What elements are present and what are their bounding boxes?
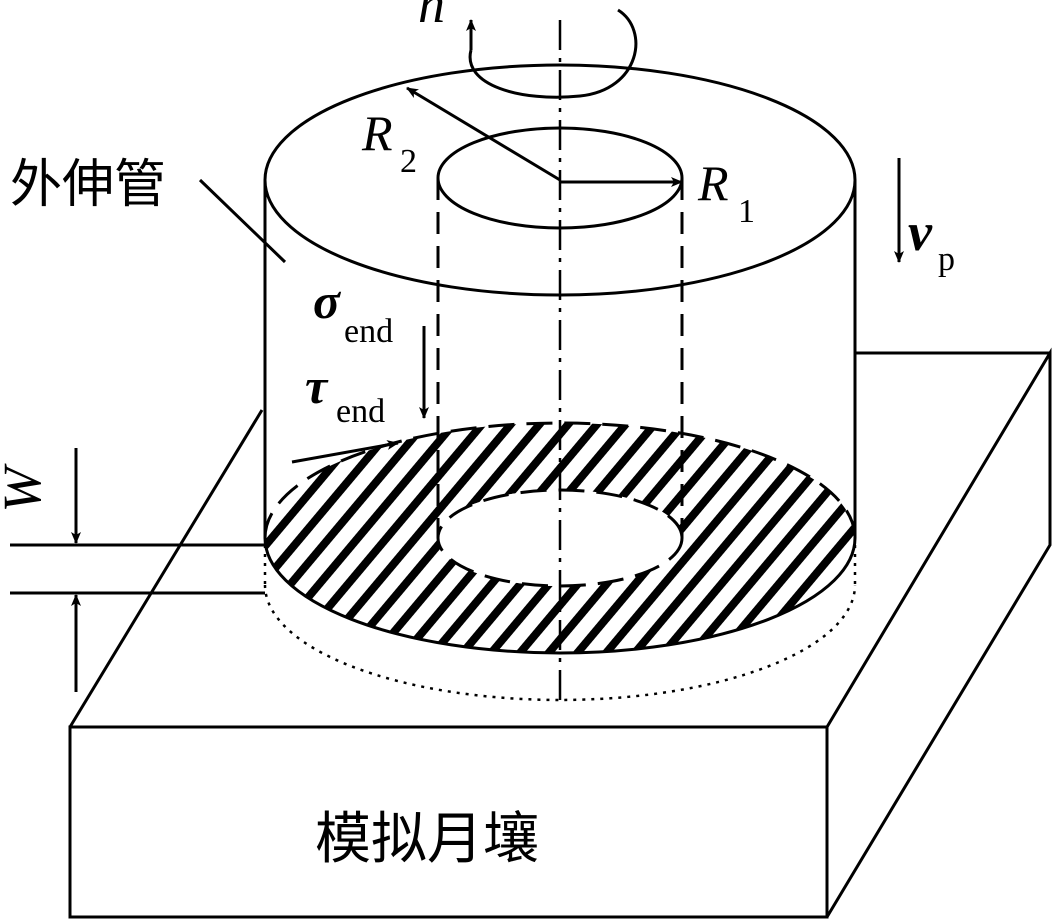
r2-arrow bbox=[406, 86, 561, 182]
block-top-face bbox=[68, 409, 264, 728]
label-outer-tube: 外伸管 bbox=[10, 155, 166, 215]
outer-tube-leader bbox=[198, 178, 287, 264]
label-sigma: σ bbox=[313, 273, 342, 329]
label-tau-sub: end bbox=[336, 393, 385, 430]
w-dimension bbox=[10, 448, 265, 692]
tau-arrow bbox=[291, 440, 399, 464]
label-vp: v bbox=[908, 202, 933, 262]
label-w: W bbox=[0, 462, 52, 512]
label-tau: τ bbox=[305, 358, 329, 414]
block-front-face bbox=[68, 725, 829, 919]
label-sigma-sub: end bbox=[344, 313, 393, 350]
label-vp-sub: p bbox=[938, 241, 955, 278]
lunar-soil-block bbox=[68, 347, 1052, 919]
label-r1-sub: 1 bbox=[738, 193, 755, 230]
label-n: n bbox=[418, 0, 445, 34]
label-lunar-soil: 模拟月壤 bbox=[315, 807, 539, 872]
rotation-indicator bbox=[466, 8, 638, 99]
inner-bore-hidden-lines bbox=[436, 178, 684, 538]
label-r1: R bbox=[697, 155, 729, 211]
block-right-edge bbox=[825, 347, 1052, 918]
label-r2: R bbox=[361, 105, 393, 161]
radius-arrows bbox=[406, 86, 683, 187]
penetration-outline bbox=[263, 545, 857, 702]
label-r2-sub: 2 bbox=[400, 143, 417, 180]
